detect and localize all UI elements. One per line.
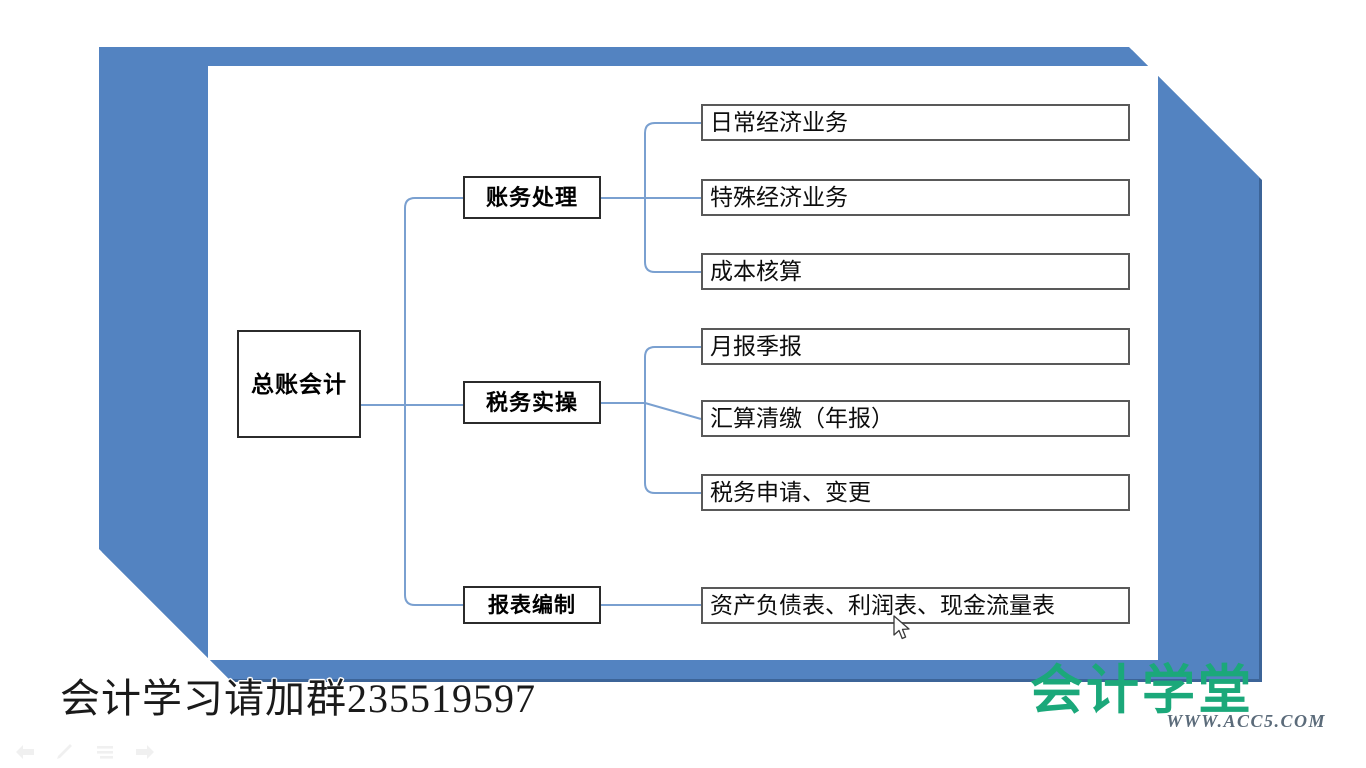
brand-url: WWW.ACC5.COM (1166, 711, 1326, 731)
diagram-leaf-financial-statements[interactable]: 资产负债表、利润表、现金流量表 (701, 587, 1130, 624)
brand-name: 会计学堂 (1030, 661, 1254, 720)
watermark-text: 会计学习请加群235519597 (60, 676, 536, 721)
mini-toolbar[interactable] (14, 739, 164, 765)
pen-icon[interactable] (54, 742, 76, 762)
diagram-leaf-monthly-quarterly-report[interactable]: 月报季报 (701, 328, 1130, 365)
diagram-node-branch-tax[interactable]: 税务实操 (463, 381, 601, 424)
node-label: 税务实操 (485, 389, 578, 415)
node-label: 资产负债表、利润表、现金流量表 (710, 592, 1055, 618)
node-label: 总账会计 (251, 370, 347, 397)
diagram-leaf-tax-application-change[interactable]: 税务申请、变更 (701, 474, 1130, 511)
back-arrow-icon[interactable] (14, 742, 36, 762)
forward-arrow-icon[interactable] (134, 742, 156, 762)
diagram-node-branch-accounting[interactable]: 账务处理 (463, 176, 601, 219)
diagram-leaf-special-business[interactable]: 特殊经济业务 (701, 179, 1130, 216)
diagram-leaf-daily-business[interactable]: 日常经济业务 (701, 104, 1130, 141)
node-label: 税务申请、变更 (710, 479, 871, 505)
diagram-leaf-annual-settlement[interactable]: 汇算清缴（年报） (701, 400, 1130, 437)
list-icon[interactable] (94, 742, 116, 762)
diagram-node-branch-reports[interactable]: 报表编制 (463, 586, 601, 624)
node-label: 日常经济业务 (710, 109, 848, 135)
node-label: 成本核算 (710, 258, 802, 284)
brand-logo: 会计学堂 WWW.ACC5.COM (1030, 664, 1330, 744)
node-label: 月报季报 (710, 333, 802, 359)
node-label: 特殊经济业务 (710, 184, 848, 210)
diagram-leaf-cost-accounting[interactable]: 成本核算 (701, 253, 1130, 290)
diagram-node-root[interactable]: 总账会计 (237, 330, 361, 438)
node-label: 账务处理 (485, 184, 578, 210)
node-label: 报表编制 (488, 593, 576, 617)
node-label: 汇算清缴（年报） (710, 405, 894, 431)
